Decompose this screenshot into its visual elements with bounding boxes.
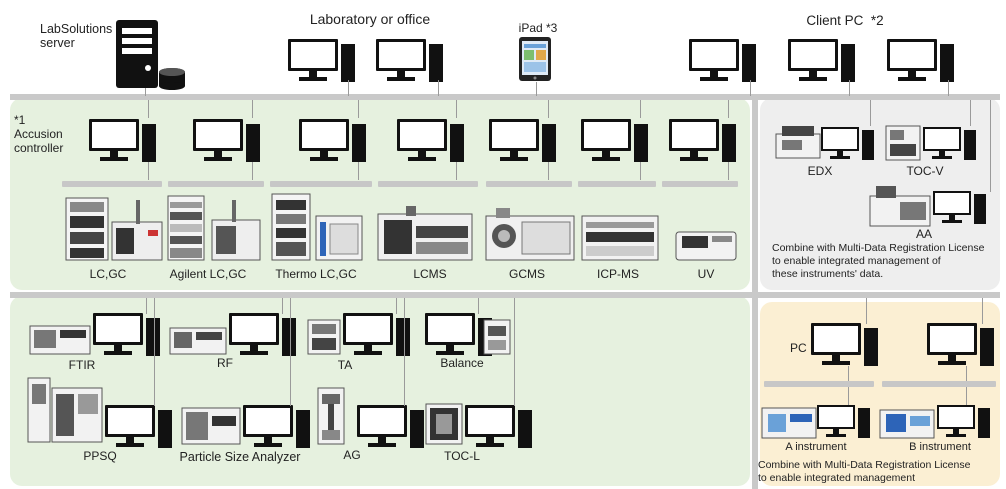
ta-instrument-icon	[307, 319, 341, 355]
instrument-label: Agilent LC,GC	[169, 267, 247, 281]
rf-pc-icon	[228, 312, 298, 363]
toc-l-instrument-icon	[425, 403, 463, 445]
aa-pc-icon	[932, 190, 988, 231]
ag-label: AG	[343, 448, 361, 462]
edx-label: EDX	[807, 164, 833, 178]
instrument-bus-lcms	[378, 181, 478, 187]
pc-label: PC	[790, 341, 807, 355]
toc-v-label: TOC-V	[906, 164, 944, 178]
controller-pc-icon	[396, 118, 466, 169]
edx-pc-icon	[820, 126, 876, 167]
lc-gc-instrument-icon	[65, 197, 163, 261]
aa-label: AA	[915, 227, 933, 241]
instrument-a-bus	[764, 381, 874, 387]
desktop-pc-icon	[688, 38, 758, 89]
particle-size-label: Particle Size Analyzer	[179, 450, 301, 464]
rf-instrument-icon	[169, 327, 227, 355]
ppsq-pc-icon	[104, 404, 174, 455]
client-pc-icon	[810, 322, 880, 373]
toc-l-label: TOC-L	[444, 449, 480, 463]
main-network-bus	[10, 94, 1000, 100]
instrument-label: Thermo LC,GC	[275, 267, 357, 281]
ftir-label: FTIR	[68, 358, 96, 372]
instrument-label: GCMS	[509, 267, 545, 281]
instrument-bus-uv	[662, 181, 738, 187]
instrument-bus-gcms	[486, 181, 572, 187]
ta-label: TA	[337, 358, 353, 372]
instrument-bus-agilent	[168, 181, 264, 187]
panel-divider	[752, 94, 758, 489]
lower-network-bus	[10, 292, 1000, 298]
instrument-label: LCMS	[413, 267, 447, 281]
ipad-icon	[519, 37, 551, 81]
controller-pc-icon	[580, 118, 650, 169]
controller-pc-icon	[298, 118, 368, 169]
uv-instrument-icon	[675, 231, 737, 261]
instrument-bus-lcgc	[62, 181, 162, 187]
desktop-pc-icon	[886, 38, 956, 89]
toc-v-pc-icon	[922, 126, 978, 167]
ipad-label: iPad *3	[518, 21, 558, 35]
particle-size-instrument-icon	[181, 407, 241, 445]
controller-pc-icon	[668, 118, 738, 169]
controller-pc-icon	[88, 118, 158, 169]
server-label: LabSolutions server	[40, 22, 113, 50]
toc-v-instrument-icon	[885, 125, 921, 161]
ppsq-instrument-icon	[27, 377, 103, 443]
controller-pc-icon	[192, 118, 262, 169]
lab-office-label: Laboratory or office	[309, 11, 431, 27]
desktop-pc-icon	[287, 38, 357, 89]
ftir-pc-icon	[92, 312, 162, 363]
server-icon	[116, 20, 185, 90]
instrument-a-label: A instrument	[785, 441, 847, 453]
instrument-b-label: B instrument	[909, 441, 971, 453]
instrument-label: UV	[697, 267, 715, 281]
toc-l-pc-icon	[464, 404, 534, 455]
particle-size-pc-icon	[242, 404, 312, 455]
instrument-b-bus	[882, 381, 996, 387]
ta-pc-icon	[342, 312, 412, 363]
instrument-label: ICP-MS	[597, 267, 639, 281]
aa-instrument-icon	[869, 186, 931, 227]
instrument-label: LC,GC	[89, 267, 127, 281]
client-pc-icon	[926, 322, 996, 373]
multi-data-note: Combine with Multi-Data Registration Lic…	[772, 242, 985, 280]
ag-instrument-icon	[317, 387, 345, 445]
balance-label: Balance	[440, 356, 484, 370]
instrument-bus-icpms	[578, 181, 656, 187]
ag-pc-icon	[356, 404, 426, 455]
thermo-instrument-icon	[271, 193, 363, 261]
ftir-instrument-icon	[29, 325, 91, 355]
acquisition-controller-note: *1 Accusion controller	[14, 113, 64, 155]
controller-pc-icon	[488, 118, 558, 169]
instrument-a-pc-icon	[816, 404, 872, 445]
instrument-b-pc-icon	[936, 404, 992, 445]
edx-instrument-icon	[775, 126, 821, 159]
client-pc-label: Client PC *2	[806, 13, 884, 28]
instrument-bus-thermo	[270, 181, 372, 187]
desktop-pc-icon	[787, 38, 857, 89]
icpms-instrument-icon	[581, 215, 659, 261]
agilent-instrument-icon	[167, 195, 261, 261]
instrument-b-icon	[879, 409, 935, 439]
balance-instrument-icon	[483, 319, 511, 355]
ppsq-label: PPSQ	[83, 449, 117, 463]
desktop-pc-icon	[375, 38, 445, 89]
yellow-panel-note: Combine with Multi-Data Registration Lic…	[758, 459, 971, 484]
rf-label: RF	[217, 356, 233, 370]
instrument-a-icon	[761, 407, 817, 439]
lcms-instrument-icon	[377, 206, 473, 261]
gcms-instrument-icon	[485, 208, 575, 261]
